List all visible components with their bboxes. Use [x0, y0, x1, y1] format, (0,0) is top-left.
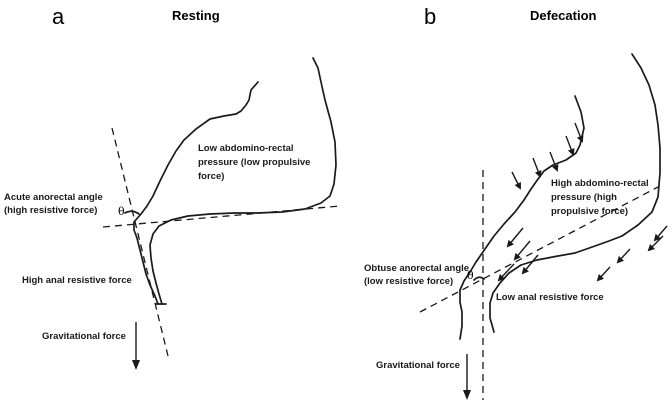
- panel-b-pressure-label-2: pressure (high: [551, 192, 617, 203]
- panel-b-angle-label-2: (low resistive force): [364, 276, 453, 287]
- panel-b-force-arrow: [497, 263, 515, 282]
- panel-b-force-arrow-head: [506, 239, 514, 248]
- panel-b-force-arrow: [521, 254, 539, 275]
- panel-a-angle-arc: [124, 210, 140, 215]
- panel-b-force-arrow-head: [534, 170, 542, 178]
- panel-b-force-arrow: [653, 225, 668, 242]
- panel-b-force-arrow: [506, 227, 524, 248]
- panel-a-anal-axis-line: [111, 127, 169, 357]
- panel-a-anal-force-label: High anal resistive force: [22, 275, 132, 286]
- panel-b-force-arrow-head: [513, 252, 521, 261]
- panel-b-force-arrow: [565, 135, 575, 156]
- panel-b-force-arrow: [532, 157, 542, 178]
- panel-b-force-arrow-head: [497, 273, 505, 282]
- panel-a-letter: a: [52, 4, 65, 29]
- panel-a-posterior-wall: [133, 81, 259, 305]
- panel-b-force-arrow: [647, 235, 664, 252]
- panel-a-gravity-label: Gravitational force: [42, 331, 126, 342]
- panel-a-pressure-label-1: Low abdomino-rectal: [198, 143, 294, 154]
- panel-a-rectal-axis-line: [102, 205, 341, 228]
- panel-b-letter: b: [424, 4, 436, 29]
- panel-b-force-arrow: [616, 248, 631, 264]
- panel-b-rectal-axis-line: [419, 186, 659, 313]
- panel-b: b Defecation θ High abdomino-rectal pres…: [364, 4, 668, 400]
- panel-b-force-arrow: [596, 266, 611, 282]
- panel-a-pressure-label-3: force): [198, 171, 224, 182]
- panel-b-angle-label-1: Obtuse anorectal angle: [364, 263, 469, 274]
- panel-b-force-arrow-head: [653, 233, 661, 242]
- panel-a-pressure-label-2: pressure (low propulsive: [198, 157, 310, 168]
- panel-a-angle-label-1: Acute anorectal angle: [4, 192, 103, 203]
- panel-b-gravity-label: Gravitational force: [376, 360, 460, 371]
- panel-a-anterior-wall: [149, 57, 337, 305]
- panel-b-pressure-label-1: High abdomino-rectal: [551, 178, 649, 189]
- panel-b-force-arrow: [549, 151, 559, 172]
- panel-b-title: Defecation: [530, 8, 597, 23]
- panel-b-force-arrow-head: [647, 243, 656, 252]
- panel-a-theta: θ: [118, 205, 125, 218]
- panel-b-theta: θ: [467, 269, 474, 282]
- panel-a-angle-label-2: (high resistive force): [4, 205, 97, 216]
- panel-b-force-arrow-head: [596, 273, 604, 282]
- panel-a-title: Resting: [172, 8, 220, 23]
- panel-b-force-arrow-head: [576, 135, 584, 143]
- panel-b-gravity-arrow-head: [463, 390, 471, 400]
- panel-b-force-arrow-head: [521, 266, 529, 275]
- panel-b-force-arrow-head: [514, 181, 521, 190]
- panel-b-force-arrow-head: [551, 164, 559, 172]
- panel-b-anal-force-label: Low anal resistive force: [496, 292, 604, 303]
- panel-b-pressure-label-3: propulsive force): [551, 206, 628, 217]
- panel-b-force-arrow: [513, 240, 531, 261]
- panel-b-anterior-wall: [489, 53, 661, 333]
- panel-b-force-arrow-head: [616, 255, 624, 264]
- panel-a-gravity-arrow-head: [132, 360, 140, 370]
- panel-b-force-arrow: [511, 171, 521, 190]
- panel-b-force-arrows: [497, 122, 668, 282]
- panel-b-force-arrow-head: [567, 148, 575, 156]
- panel-b-force-arrow: [574, 122, 584, 143]
- panel-a: a Resting θ Low abdomino-rectal pressure…: [4, 4, 341, 370]
- panel-b-angle-arc: [473, 276, 485, 281]
- panel-b-posterior-wall: [459, 95, 585, 340]
